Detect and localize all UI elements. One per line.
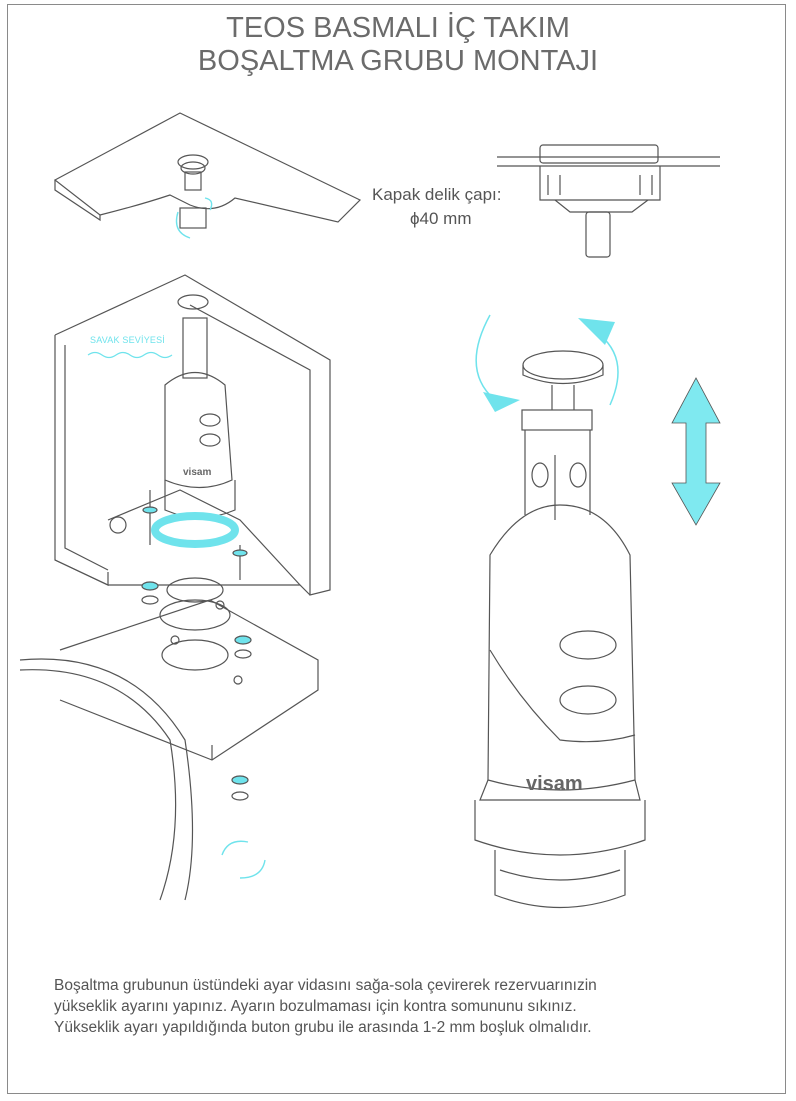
callout-label: Kapak delik çapı: — [372, 185, 502, 204]
up-down-arrow-icon — [671, 377, 721, 526]
instructions-text: Boşaltma grubunun üstündeki ayar vidasın… — [54, 975, 597, 1038]
bolts-and-washers — [141, 490, 252, 801]
brand-logo: visam — [183, 467, 211, 478]
toilet-bowl-illustration — [19, 599, 319, 901]
water-level-wave — [87, 351, 173, 359]
water-level-label: SAVAK SEVİYESİ — [90, 335, 165, 345]
title-line-2: BOŞALTMA GRUBU MONTAJI — [197, 45, 599, 77]
cistern-illustration — [54, 274, 331, 596]
flush-valve-large: visam — [474, 350, 646, 909]
flush-valve-small: visam — [151, 294, 239, 548]
instruction-line: Yükseklik ayarı yapıldığında buton grubu… — [54, 1019, 592, 1036]
instruction-line: Boşaltma grubunun üstündeki ayar vidasın… — [54, 977, 597, 994]
title-line-1: TEOS BASMALI İÇ TAKIM — [226, 12, 570, 44]
button-detail-illustration — [497, 144, 720, 258]
callout-value: ϕ40 mm — [410, 209, 472, 228]
brand-logo: visam — [526, 773, 583, 795]
instruction-line: yükseklik ayarını yapınız. Ayarın bozulm… — [54, 998, 577, 1015]
hole-diameter-callout: Kapak delik çapı: ϕ40 mm — [372, 183, 501, 231]
tank-lid-illustration — [53, 112, 362, 229]
rotation-arrow-icon — [175, 197, 213, 239]
rotation-arrow-icon — [221, 840, 266, 879]
page-frame — [7, 4, 786, 1094]
rotation-arrows-icon — [475, 314, 619, 412]
